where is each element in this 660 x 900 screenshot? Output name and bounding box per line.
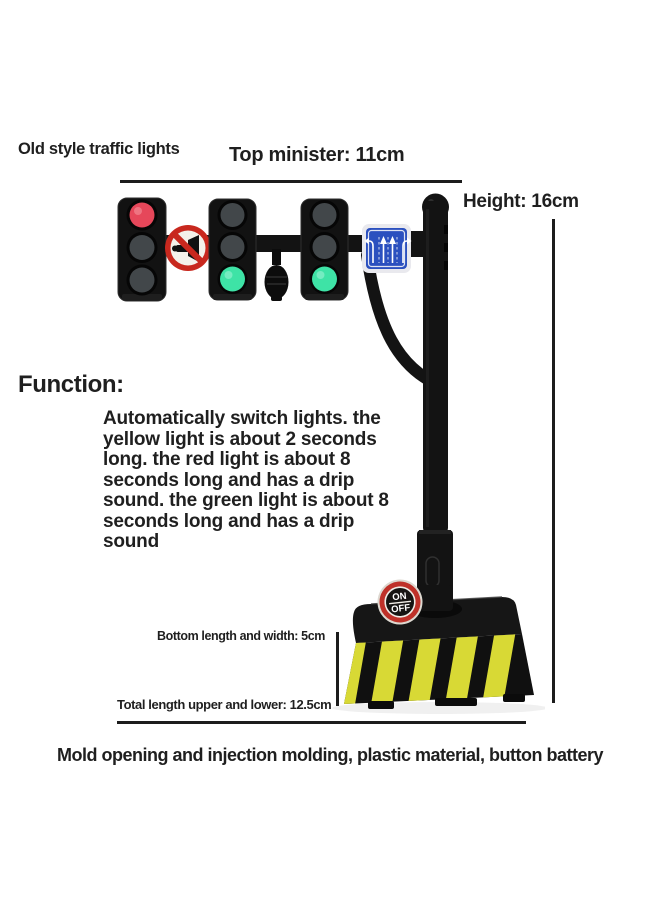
function-body-line: long. the red light is about 8 bbox=[103, 449, 351, 470]
power-button-on-label: ON bbox=[392, 591, 407, 603]
function-heading: Function: bbox=[18, 371, 124, 398]
base-foot bbox=[503, 694, 525, 702]
bottom-width-label: Bottom length and width: 5cm bbox=[157, 629, 325, 643]
no-horn-sign bbox=[165, 225, 211, 271]
total-length-measure-line bbox=[117, 721, 526, 724]
lane-direction-sign bbox=[362, 224, 412, 273]
pole bbox=[422, 193, 449, 533]
base-foot bbox=[368, 701, 394, 709]
height-label: Height: 16cm bbox=[463, 191, 579, 212]
function-body-line: sound bbox=[103, 531, 159, 552]
lane-arrows bbox=[364, 236, 412, 263]
top-width-label: Top minister: 11cm bbox=[229, 144, 405, 166]
product-image-traffic-light-toy: ON OFF bbox=[117, 193, 545, 714]
power-button-off-label: OFF bbox=[391, 602, 411, 615]
power-button: ON OFF bbox=[377, 579, 423, 625]
base bbox=[332, 585, 545, 714]
traffic-light-module-right bbox=[300, 198, 349, 301]
function-body: Automatically switch lights. the yellow … bbox=[103, 408, 389, 553]
base-foot bbox=[435, 698, 477, 706]
top-width-measure-line bbox=[120, 180, 462, 183]
function-body-line: sound. the green light is about 8 bbox=[103, 490, 389, 511]
material-caption: Mold opening and injection molding, plas… bbox=[56, 745, 604, 765]
total-length-label: Total length upper and lower: 12.5cm bbox=[117, 697, 332, 712]
bottom-width-measure-tick bbox=[336, 632, 339, 706]
function-body-line: Automatically switch lights. the bbox=[103, 408, 381, 429]
function-body-line: seconds long and has a drip bbox=[103, 510, 355, 532]
product-title: Old style traffic lights bbox=[18, 140, 180, 158]
traffic-light-module-left bbox=[117, 197, 167, 302]
function-body-line: yellow light is about 2 seconds bbox=[103, 428, 377, 450]
height-measure-line bbox=[552, 219, 555, 703]
hanging-knob bbox=[264, 249, 289, 301]
function-body-line: seconds long and has a drip bbox=[103, 469, 355, 491]
traffic-light-module-middle bbox=[208, 198, 257, 301]
